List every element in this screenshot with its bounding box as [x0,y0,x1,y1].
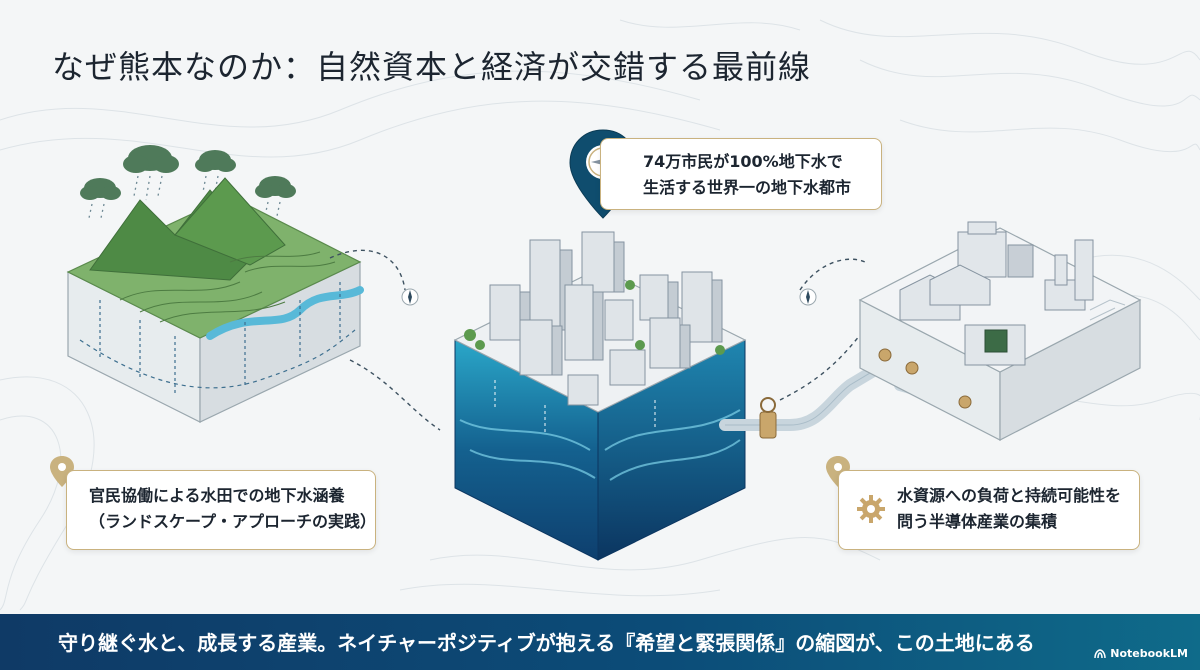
callout-semiconductor-industry: 水資源への負荷と持続可能性を 問う半導体産業の集積 [838,470,1140,550]
callout-city-line1: 74万市民が100%地下水で [643,152,843,171]
brand-watermark: NotebookLM [1094,647,1188,660]
cloud-icon [123,145,179,173]
callout-farm-line2: （ランドスケープ・アプローチの実践） [89,512,377,532]
notebooklm-logo-icon [1094,648,1106,658]
cloud-icon [80,178,121,200]
compass-icon [799,288,817,306]
pipe-fitting [878,348,972,409]
callout-industry-line2: 問う半導体産業の集積 [897,512,1058,532]
callout-farm-line1: 官民協働による水田での地下水涵養 [89,486,345,505]
callout-rice-field-recharge: 官民協働による水田での地下水涵養 （ランドスケープ・アプローチの実践） [66,470,376,550]
brand-name: NotebookLM [1110,647,1188,660]
cloud-icon [255,176,296,198]
callout-city-line2: 生活する世界一の地下水都市 [643,178,852,198]
chip-icon [984,329,1008,353]
semiconductor-industry-block [858,221,1142,441]
groundwater-city-block [453,231,747,561]
footer-message: 守り継ぐ水と、成長する産業。ネイチャーポジティブが抱える『希望と緊張関係』の縮図… [58,631,1035,655]
cloud-icon [195,150,236,172]
page-title: なぜ熊本なのか：自然資本と経済が交錯する最前線 [52,48,812,86]
footer-banner: 守り継ぐ水と、成長する産業。ネイチャーポジティブが抱える『希望と緊張関係』の縮図… [0,614,1200,670]
compass-icon [401,288,419,306]
gear-icon [857,495,885,523]
rain-clouds [80,145,296,200]
flow-arrows [329,249,866,431]
callout-groundwater-city: 74万市民が100%地下水で 生活する世界一の地下水都市 [600,138,882,210]
callout-industry-line1: 水資源への負荷と持続可能性を [897,486,1122,505]
mountain-terrace-block [66,177,364,423]
